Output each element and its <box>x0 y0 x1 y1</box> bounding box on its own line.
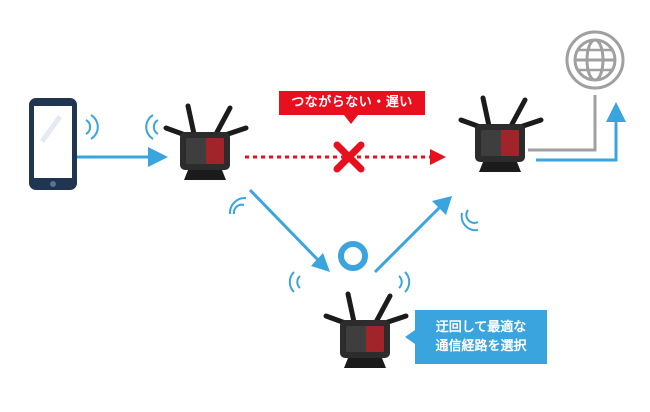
router-icon <box>326 294 406 368</box>
arrow-router-to-mesh <box>248 188 330 272</box>
failed-link <box>245 149 446 165</box>
router-left-wifi-icon <box>145 114 159 140</box>
smartphone-icon <box>29 98 77 190</box>
router-icon <box>166 106 246 180</box>
router-right-wifi-icon <box>460 209 479 232</box>
circle-ok-icon <box>338 241 368 271</box>
arrow-to-internet <box>536 102 626 162</box>
internet-connection-line <box>528 95 597 152</box>
arrow-mesh-to-router <box>373 196 452 274</box>
slow-connection-callout: つながらない・遅い <box>279 91 425 115</box>
callout-slow-pointer <box>344 115 358 124</box>
globe-icon <box>565 30 625 90</box>
optimal-route-label-line2: 通信経路を選択 <box>435 339 527 354</box>
callout-route-pointer <box>405 330 415 344</box>
mesh-wifi-icon <box>228 196 411 293</box>
smartphone-wifi-icon <box>85 114 99 140</box>
router-icon <box>461 98 541 172</box>
cross-mark-icon <box>333 141 365 173</box>
arrow-phone-to-router <box>77 147 168 167</box>
optimal-route-label-line1: 迂回して最適な <box>435 320 527 335</box>
optimal-route-callout: 迂回して最適な 通信経路を選択 <box>415 310 547 364</box>
slow-connection-label: つながらない・遅い <box>291 95 413 110</box>
